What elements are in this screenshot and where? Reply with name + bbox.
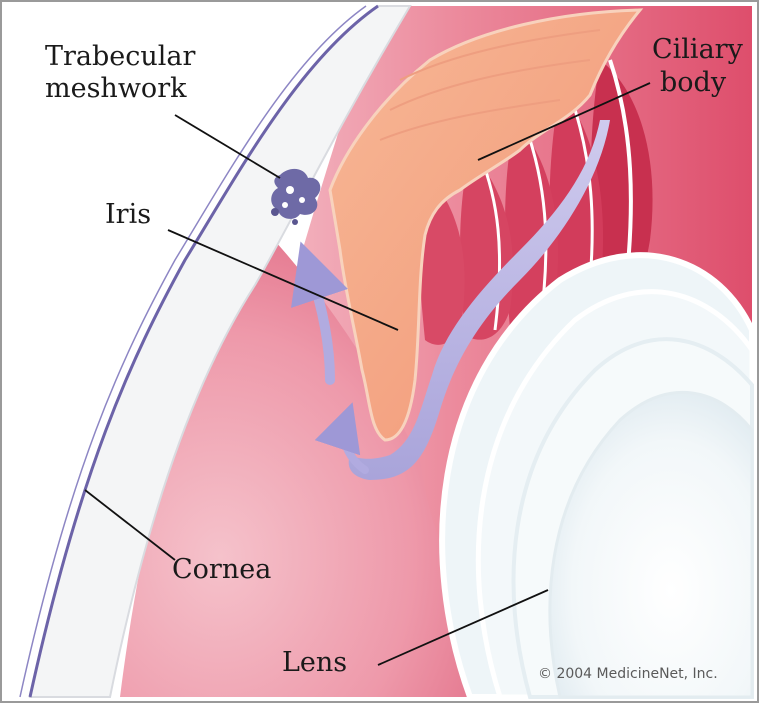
label-ciliary-body-1: Ciliary [652,35,743,65]
label-cornea: Cornea [172,555,271,585]
copyright-credit: © 2004 MedicineNet, Inc. [538,666,718,682]
label-iris: Iris [105,200,151,230]
label-ciliary-body-2: body [660,68,726,98]
label-trabecular-meshwork-1: Trabecular [45,42,195,72]
label-trabecular-meshwork-2: meshwork [45,74,186,104]
label-lens: Lens [282,648,347,678]
